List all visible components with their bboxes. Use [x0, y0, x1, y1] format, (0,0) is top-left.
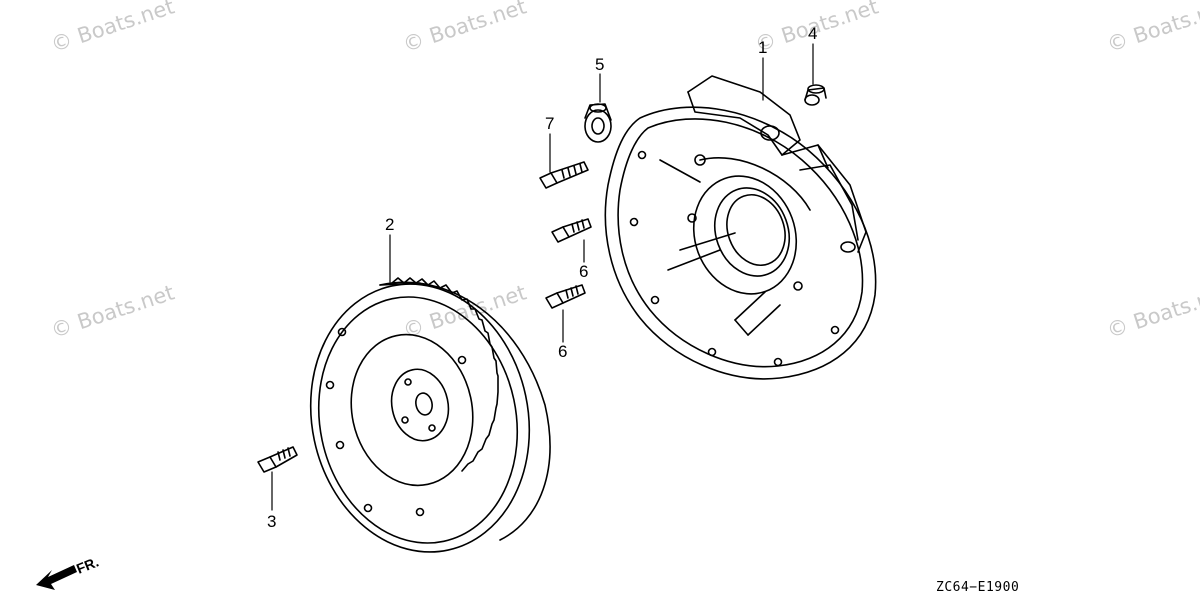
part-7-bolt: [539, 161, 589, 189]
part-1-housing: [604, 75, 877, 380]
callout-7: 7: [545, 114, 555, 133]
diagram-code: ZC64−E1900: [936, 580, 1020, 595]
part-6-bolt-b: [545, 284, 586, 309]
callout-4: 4: [808, 24, 818, 43]
callout-6b: 6: [558, 342, 568, 361]
front-direction-arrow-icon: [36, 565, 77, 590]
part-6-bolt-a: [551, 218, 592, 243]
part-2-flywheel: [309, 277, 551, 553]
leader-lines: [271, 43, 814, 511]
callout-6a: 6: [579, 262, 589, 281]
callout-2: 2: [385, 215, 395, 234]
callout-5: 5: [595, 55, 605, 74]
callout-1: 1: [758, 38, 768, 57]
part-5-grommet: [584, 103, 612, 143]
callout-3: 3: [267, 512, 277, 531]
part-4-dowel: [804, 84, 827, 106]
part-3-bolt: [257, 446, 298, 473]
